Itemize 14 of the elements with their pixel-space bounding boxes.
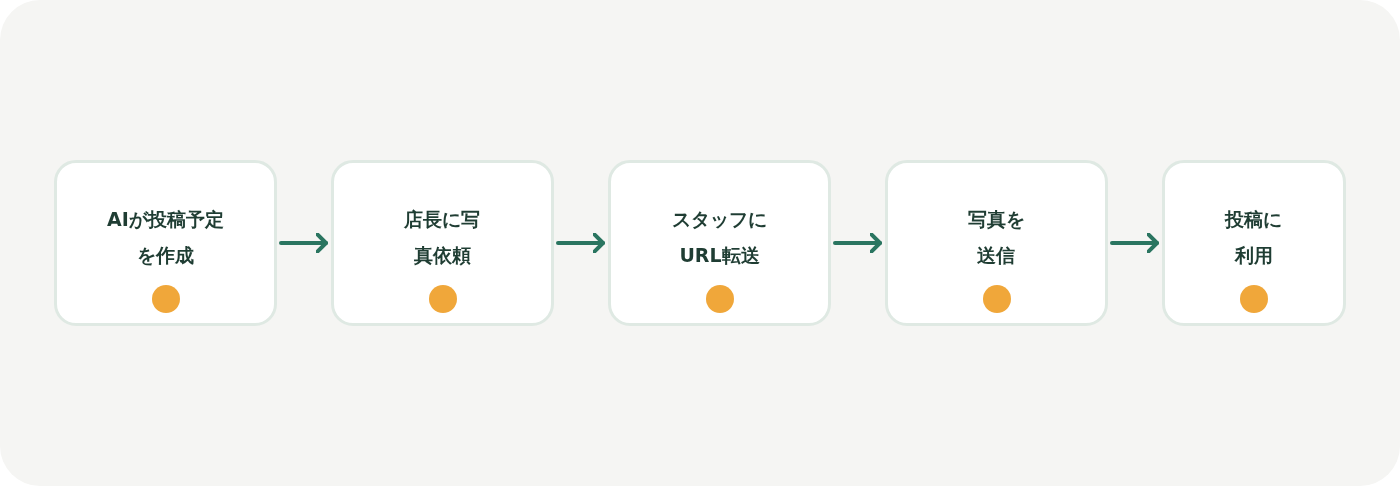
step-box — [331, 160, 554, 326]
step-box — [1162, 160, 1346, 326]
step-box — [885, 160, 1108, 326]
arrow — [279, 232, 328, 254]
step-label: AIが投稿予定を作成 — [106, 207, 225, 268]
arrow — [833, 232, 882, 254]
arrow — [556, 232, 605, 254]
step-label: 投稿に利用 — [1223, 207, 1284, 268]
step-label: スタッフにURL転送 — [671, 207, 768, 268]
arrow — [1110, 232, 1159, 254]
step-box — [608, 160, 831, 326]
step-label: 写真を送信 — [967, 207, 1026, 268]
step-label: 店長に写真依頼 — [403, 207, 482, 268]
step-box — [54, 160, 277, 326]
